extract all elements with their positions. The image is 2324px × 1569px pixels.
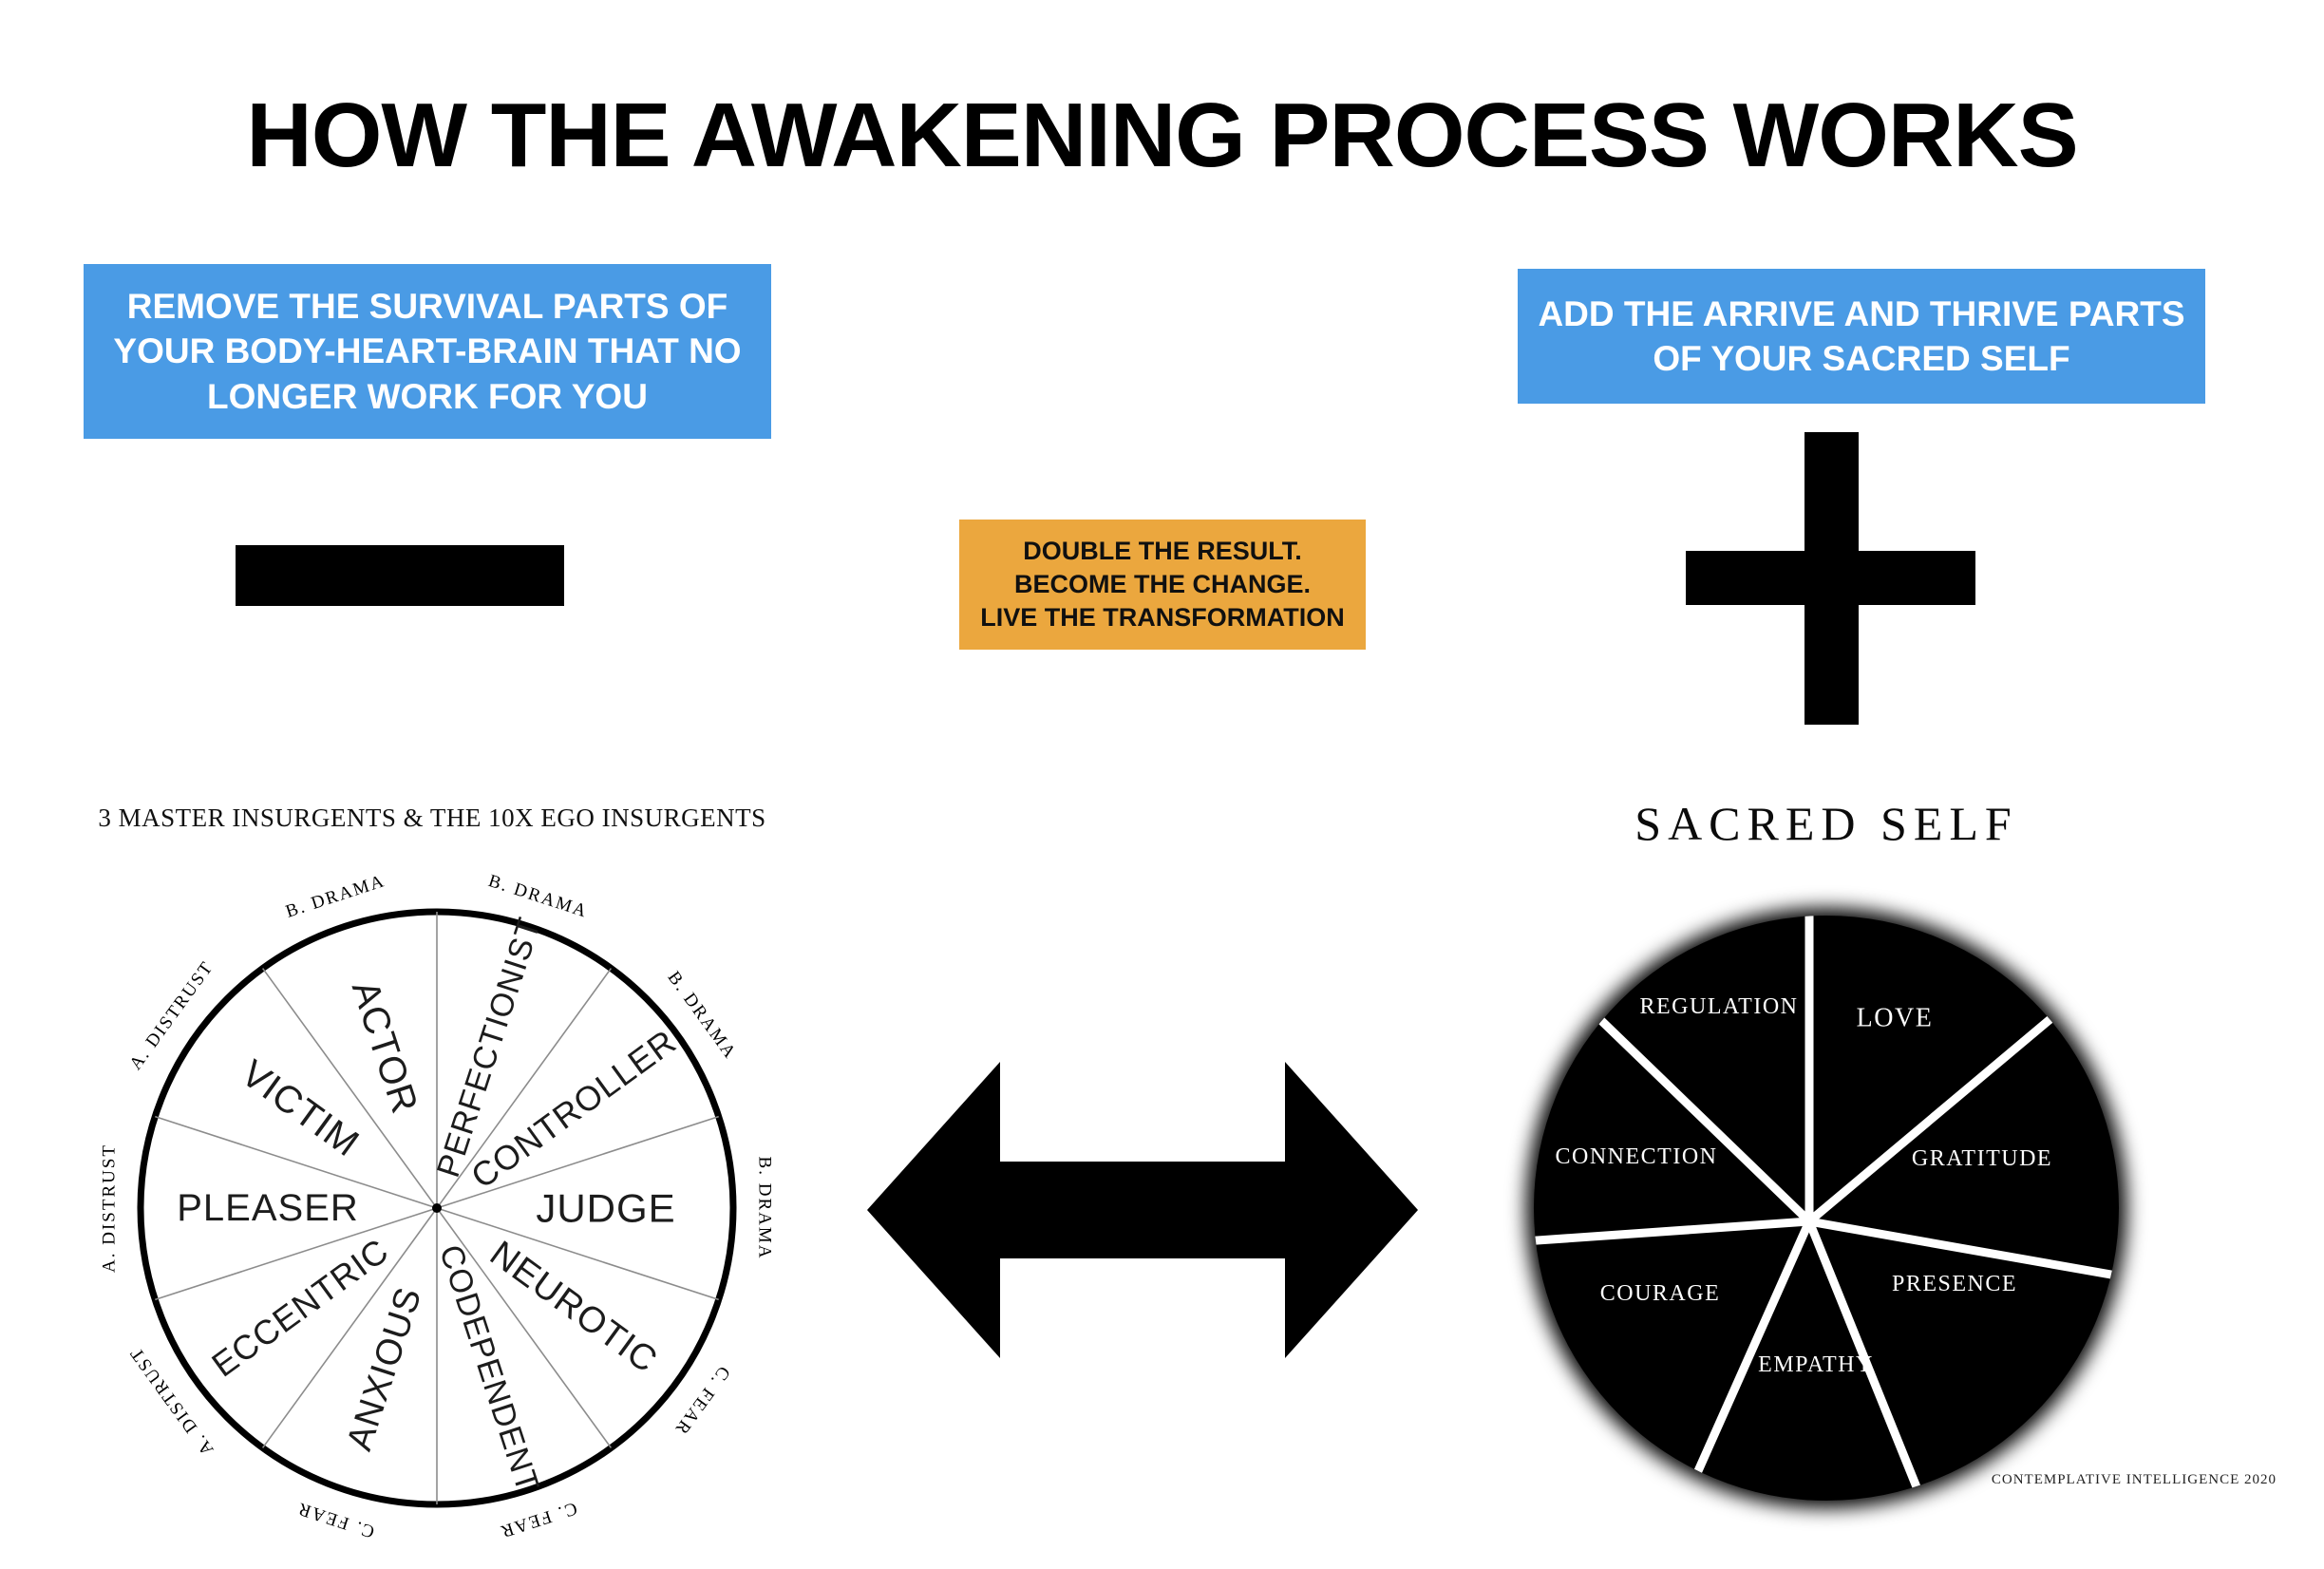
sacred-wheel-spoke <box>1570 991 1813 1225</box>
ego-master-label: C. FEAR <box>497 1498 579 1541</box>
ego-wheel-spoke <box>436 968 613 1209</box>
sacred-wheel-spoke <box>1534 1217 1810 1249</box>
remove-banner: REMOVE THE SURVIVAL PARTS OF YOUR BODY-H… <box>84 264 771 439</box>
ego-wheel-hub <box>432 1203 442 1213</box>
sacred-wheel-spoke <box>1808 1217 2119 1283</box>
ego-wheel-spoke <box>155 1207 438 1301</box>
double-headed-arrow-icon <box>867 1062 1418 1358</box>
sacred-segment-label: LOVE <box>1857 1004 1934 1033</box>
ego-master-label: B. DRAMA <box>755 1157 775 1260</box>
sacred-segment-label: COURAGE <box>1600 1281 1721 1306</box>
ego-wheel-spoke <box>155 1115 438 1209</box>
ego-wheel-spoke <box>436 1207 613 1448</box>
result-banner: DOUBLE THE RESULT. BECOME THE CHANGE. LI… <box>959 520 1366 650</box>
sacred-segment-label: EMPATHY <box>1758 1352 1874 1377</box>
ego-wheel-title: 3 MASTER INSURGENTS & THE 10X EGO INSURG… <box>98 803 766 832</box>
sacred-segment-label: GRATITUDE <box>1912 1146 2052 1171</box>
footer-credit: CONTEMPLATIVE INTELLIGENCE 2020 <box>1991 1472 2277 1487</box>
sacred-wheel-spoke <box>1804 1219 1937 1501</box>
ego-wheel-spoke <box>436 1207 719 1301</box>
plus-icon-horizontal-bar <box>1686 551 1975 605</box>
ego-segment-label: JUDGE <box>536 1186 675 1231</box>
ego-master-label: C. FEAR <box>294 1498 377 1541</box>
ego-wheel-spoke <box>261 1207 438 1448</box>
sacred-segment-label: CONNECTION <box>1556 1144 1718 1169</box>
sacred-wheel-spoke <box>1672 1219 1814 1501</box>
ego-wheel-spoke <box>436 1115 719 1209</box>
minus-icon <box>236 545 564 606</box>
ego-master-label: A. DISTRUST <box>100 1144 120 1273</box>
ego-wheel-spoke <box>261 968 438 1209</box>
ego-master-label: B. DRAMA <box>486 871 591 922</box>
sacred-segment-label: REGULATION <box>1640 994 1799 1019</box>
plus-icon <box>1686 432 1975 725</box>
double-headed-arrow-shape <box>867 1062 1418 1358</box>
page-title: HOW THE AWAKENING PROCESS WORKS <box>246 85 2078 186</box>
ego-segment-label: PLEASER <box>177 1187 359 1229</box>
add-banner: ADD THE ARRIVE AND THRIVE PARTS OF YOUR … <box>1518 269 2205 404</box>
ego-master-label: B. DRAMA <box>283 871 387 922</box>
sacred-self-wheel: REGULATION LOVE CONNECTION GRATITUDE COURAGE… <box>1526 908 2126 1508</box>
sacred-wheel-spoke <box>1806 1007 2064 1225</box>
sacred-segment-label: PRESENCE <box>1892 1272 2017 1296</box>
sacred-self-title: SACRED SELF <box>1634 797 2018 850</box>
